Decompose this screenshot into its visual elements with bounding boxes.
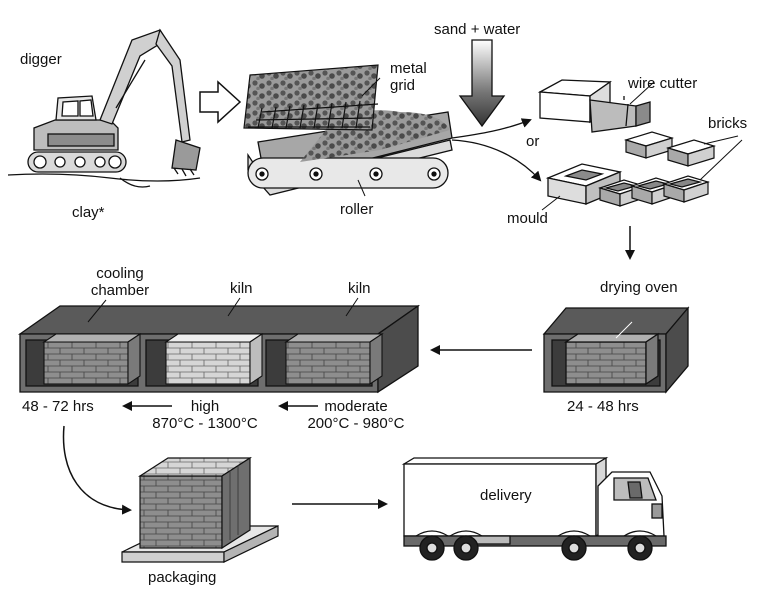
cooling-time-label: 48 - 72 hrs (22, 398, 94, 415)
high-kiln-bricks (164, 332, 264, 386)
conveyor-roller (247, 110, 453, 196)
metal-grid-label: metal grid (390, 60, 427, 94)
cooling-chamber-bricks (42, 332, 142, 386)
or-label: or (526, 133, 540, 150)
bricks-label: bricks (708, 115, 748, 132)
drying-oven (542, 306, 690, 394)
bricks-top (623, 131, 717, 167)
delivery-label: delivery (480, 487, 532, 504)
packaging-label: packaging (148, 569, 217, 586)
kiln-high-label: kiln (230, 280, 253, 297)
process-arrow-1 (199, 80, 242, 124)
packaging-pallet (121, 456, 279, 563)
high-temperature-label: high 870°C - 1300°C (152, 398, 258, 432)
digger-illustration (7, 28, 201, 188)
drying-time-label: 24 - 48 hrs (567, 398, 639, 415)
mould-label: mould (507, 210, 548, 227)
drying-oven-label: drying oven (600, 279, 678, 296)
bricks-bottom (598, 175, 710, 207)
sand-water-arrow (458, 39, 506, 128)
wire-cutter-label: wire cutter (628, 75, 698, 92)
metal-grid (243, 64, 379, 131)
moderate-temperature-label: moderate 200°C - 980°C (307, 398, 405, 432)
moderate-kiln-bricks (284, 332, 384, 386)
sand-water-label: sand + water (434, 21, 521, 38)
roller-label: roller (340, 201, 374, 218)
wire-cutter (537, 79, 655, 133)
clay-label: clay* (72, 204, 105, 221)
delivery-truck (401, 456, 667, 561)
digger-label: digger (20, 51, 62, 68)
cooling-chamber-label: cooling chamber (90, 265, 150, 299)
kiln-moderate-label: kiln (348, 280, 371, 297)
